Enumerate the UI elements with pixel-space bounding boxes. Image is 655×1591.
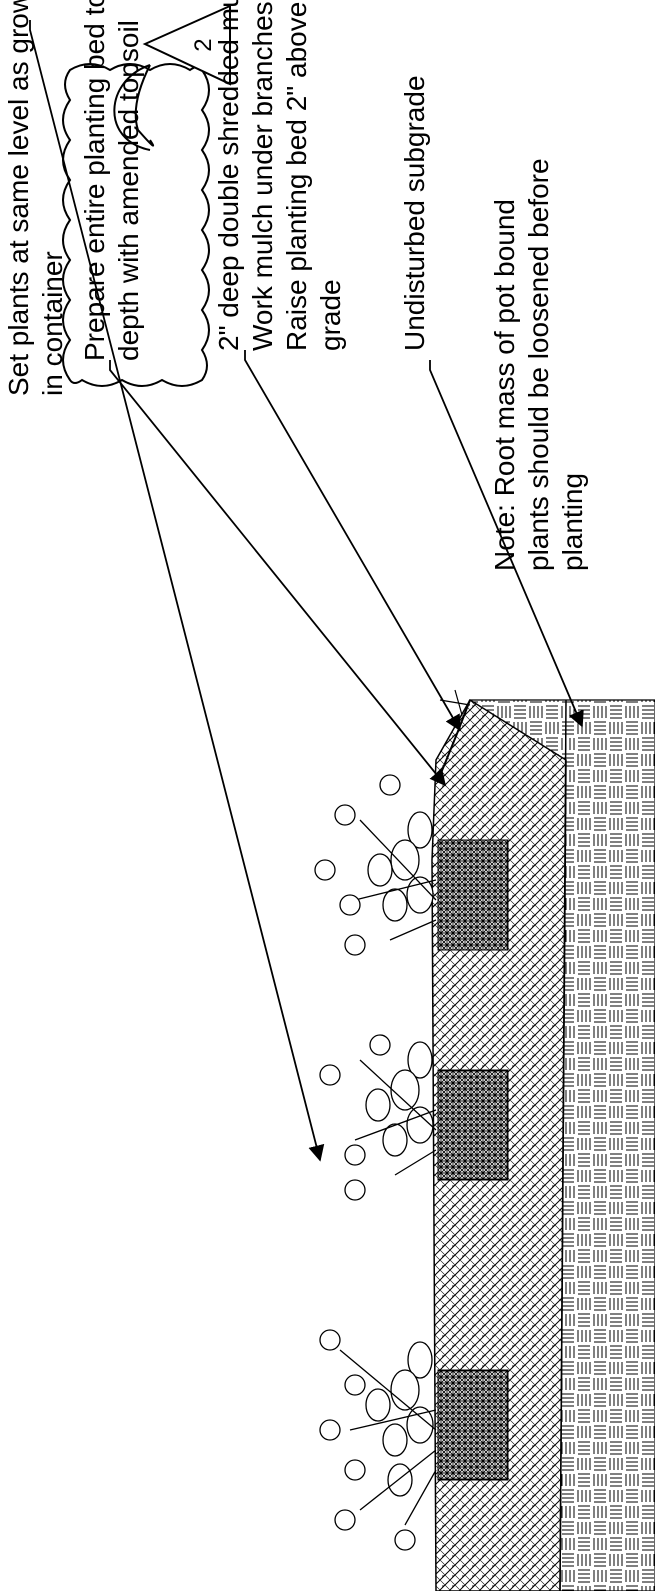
shrub-2 xyxy=(319,1034,437,1201)
shrub-1 xyxy=(314,774,437,956)
root-ball-3 xyxy=(437,1369,509,1481)
leader-prepare-bed xyxy=(109,360,447,787)
bed-bottom-line xyxy=(559,699,567,1591)
revision-connector xyxy=(134,64,154,147)
callout-set-plants: Set plants at same level as grown in con… xyxy=(3,0,68,396)
leader-set-plants xyxy=(29,20,325,1162)
callout-prepare-bed: Prepare entire planting bed to a 12" dep… xyxy=(79,0,144,361)
root-ball-2 xyxy=(437,1069,509,1181)
revision-number: 2 xyxy=(190,38,217,52)
shrub-3 xyxy=(319,1329,437,1551)
root-ball-1 xyxy=(437,839,509,951)
revision-triangle xyxy=(142,4,231,86)
leader-mulch xyxy=(244,350,461,732)
callout-subgrade: Undisturbed subgrade xyxy=(399,75,430,351)
grass-tuft xyxy=(439,689,471,716)
callout-note: Note: Root mass of pot bound plants shou… xyxy=(489,158,588,571)
leader-subgrade xyxy=(429,360,584,728)
callout-mulch: 2" deep double shredded mulch. Work mulc… xyxy=(213,0,346,351)
